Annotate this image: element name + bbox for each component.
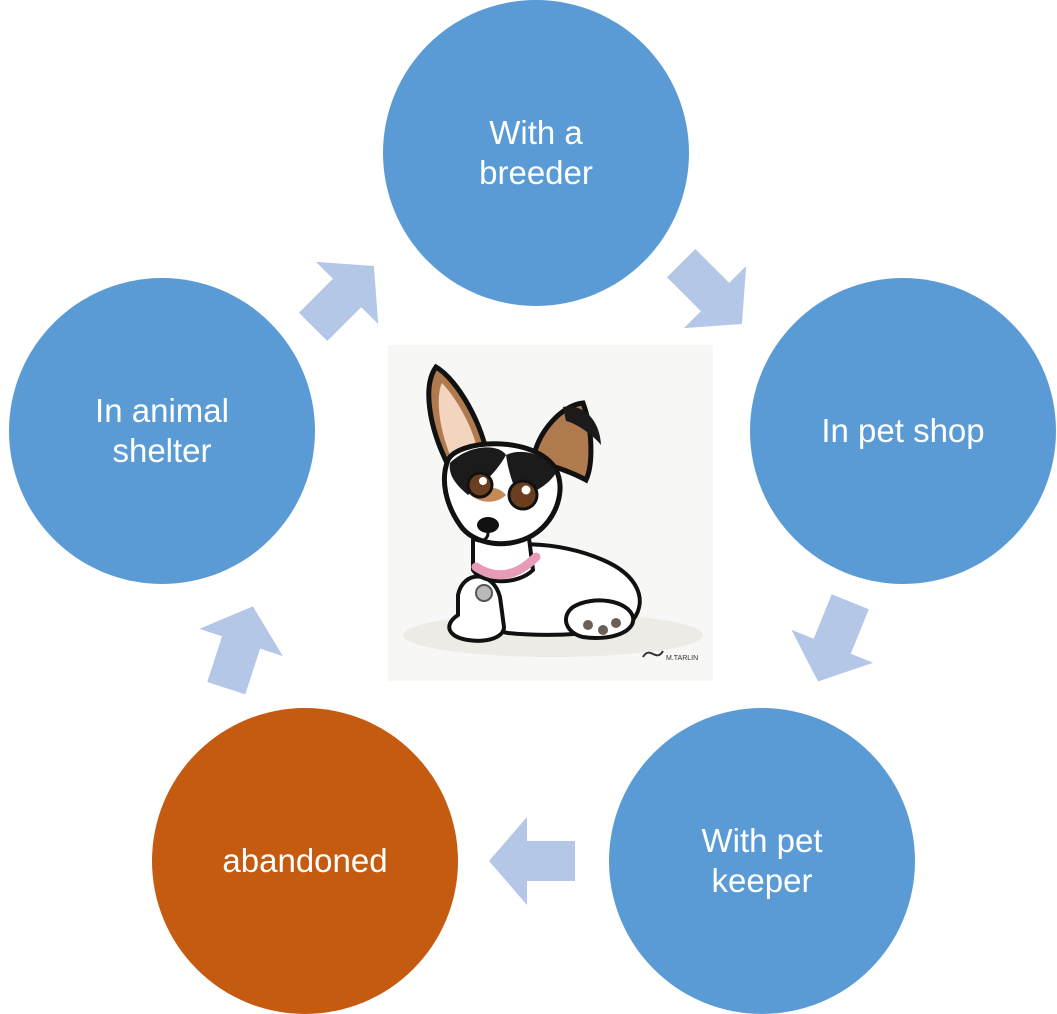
- node-label-line: In pet shop: [821, 411, 984, 451]
- arrow-breeder-to-petshop: [650, 232, 773, 355]
- node-label-line: shelter: [95, 431, 229, 471]
- node-label-line: keeper: [701, 861, 822, 901]
- node-label-line: breeder: [479, 153, 593, 193]
- node-label-line: abandoned: [222, 841, 387, 881]
- node-with-a-breeder: With a breeder: [383, 0, 689, 306]
- arrow-shelter-to-breeder: [282, 235, 405, 358]
- node-label-line: With a: [479, 113, 593, 153]
- node-label-line: With pet: [701, 821, 822, 861]
- arrow-abandoned-to-shelter: [184, 593, 294, 702]
- node-in-pet-shop: In pet shop: [750, 278, 1056, 584]
- arrow-keeper-to-abandoned: [489, 817, 575, 905]
- node-with-pet-keeper: With pet keeper: [609, 708, 915, 1014]
- cartoon-dog-illustration: M.TARLIN: [388, 345, 713, 681]
- node-in-animal-shelter: In animal shelter: [9, 278, 315, 584]
- node-abandoned: abandoned: [152, 708, 458, 1014]
- signature-text: M.TARLIN: [666, 655, 698, 662]
- arrow-petshop-to-keeper: [777, 585, 891, 698]
- node-label-line: In animal: [95, 391, 229, 431]
